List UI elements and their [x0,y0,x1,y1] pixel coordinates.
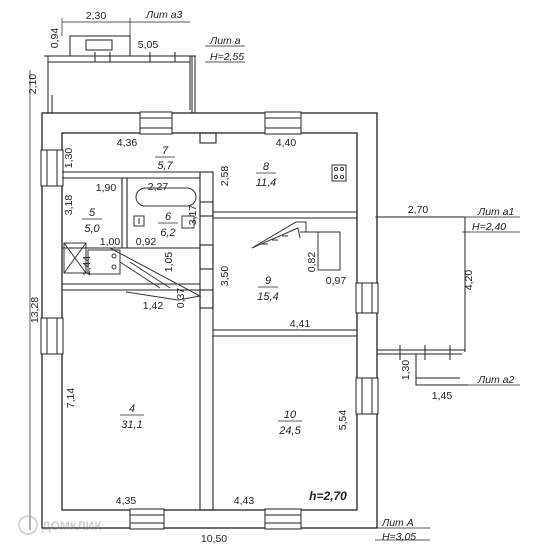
watermark-text: ДОМКЛИК [42,519,102,533]
dim-441: 4,41 [290,318,311,330]
room-4-number: 4 [129,403,135,415]
dimension-labels: 2,30 0,94 5,05 2,10 4,36 4,40 1,30 2,58 … [27,10,475,545]
windows [40,111,379,530]
dim-105: 1,05 [163,252,175,273]
stair [251,221,341,271]
dimension-lines [29,18,520,541]
dim-210: 2,10 [27,74,39,95]
lit-a-label: Лит а [209,35,241,47]
dim-130b: 1,30 [400,360,412,381]
lit-labels: Лит а3 Лит а Н=2,55 Лит а1 Н=2,40 Лит а2… [145,9,515,543]
dim-443: 4,43 [234,495,255,507]
room-5-number: 5 [89,207,96,219]
dim-145: 1,45 [432,390,453,402]
extension-a [44,35,196,113]
stove-icon [331,164,347,182]
lit-a1-height: Н=2,40 [472,221,506,233]
dim-142: 1,42 [143,300,164,312]
dim-258: 2,58 [219,166,231,187]
dim-037: 0,37 [175,288,187,309]
room-10-number: 10 [284,409,297,421]
dim-094: 0,94 [49,28,61,49]
watermark: ДОМКЛИК [18,515,102,535]
dim-1050: 10,50 [201,533,227,545]
dim-082: 0,82 [306,252,318,273]
room-7-number: 7 [162,145,169,157]
dim-435: 4,35 [116,495,137,507]
dim-270: 2,70 [408,204,429,216]
dim-227: 2,27 [148,181,169,193]
lit-a1-label: Лит а1 [477,206,514,218]
room-6-area: 6,2 [160,227,175,239]
lit-a3-label: Лит а3 [145,9,183,21]
dim-436: 4,36 [117,137,138,149]
dim-554: 5,54 [337,410,349,431]
dim-318: 3,18 [63,195,75,216]
lit-A-height: Н=3,05 [382,531,416,543]
room-9-number: 9 [265,275,271,287]
dim-420: 4,20 [463,270,475,291]
dim-505: 5,05 [138,39,159,51]
oven-icon [63,242,87,274]
dim-190: 1,90 [96,182,117,194]
lit-A-label: Лит А [381,517,414,529]
room-5-area: 5,0 [84,223,100,235]
room-10-area: 24,5 [278,425,301,437]
lit-a-height: Н=2,55 [210,51,244,63]
outer-walls [41,112,378,529]
watermark-logo-icon [18,515,38,535]
room-8-area: 11,4 [256,177,277,189]
dim-1328: 13,28 [29,297,41,323]
lit-a2-label: Лит а2 [477,374,515,386]
dim-130: 1,30 [63,148,75,169]
dim-top-small: 2,30 [86,10,107,22]
dim-317: 3,17 [187,205,199,226]
bathtub-icon [135,187,197,207]
ceiling-height-label: h=2,70 [309,489,347,503]
dim-092: 0,92 [136,236,157,248]
dim-097: 0,97 [326,275,347,287]
dim-350: 3,50 [219,266,231,287]
extension-a1-a2 [377,216,468,386]
room-labels: 7 5,7 8 11,4 5 5,0 6 6,2 9 15,4 4 31,1 1… [82,145,302,437]
dim-144: 1,44 [81,256,93,277]
dim-714: 7,14 [65,388,77,409]
boiler-icon [133,215,145,227]
dim-100: 1,00 [100,236,121,248]
room-6-number: 6 [165,211,172,223]
dim-440: 4,40 [276,137,297,149]
fixtures [63,164,347,301]
room-9-area: 15,4 [257,291,278,303]
room-7-area: 5,7 [157,160,173,172]
interior-walls [62,132,357,511]
room-8-number: 8 [263,161,270,173]
sink-icon [181,215,195,229]
room-4-area: 31,1 [121,419,142,431]
